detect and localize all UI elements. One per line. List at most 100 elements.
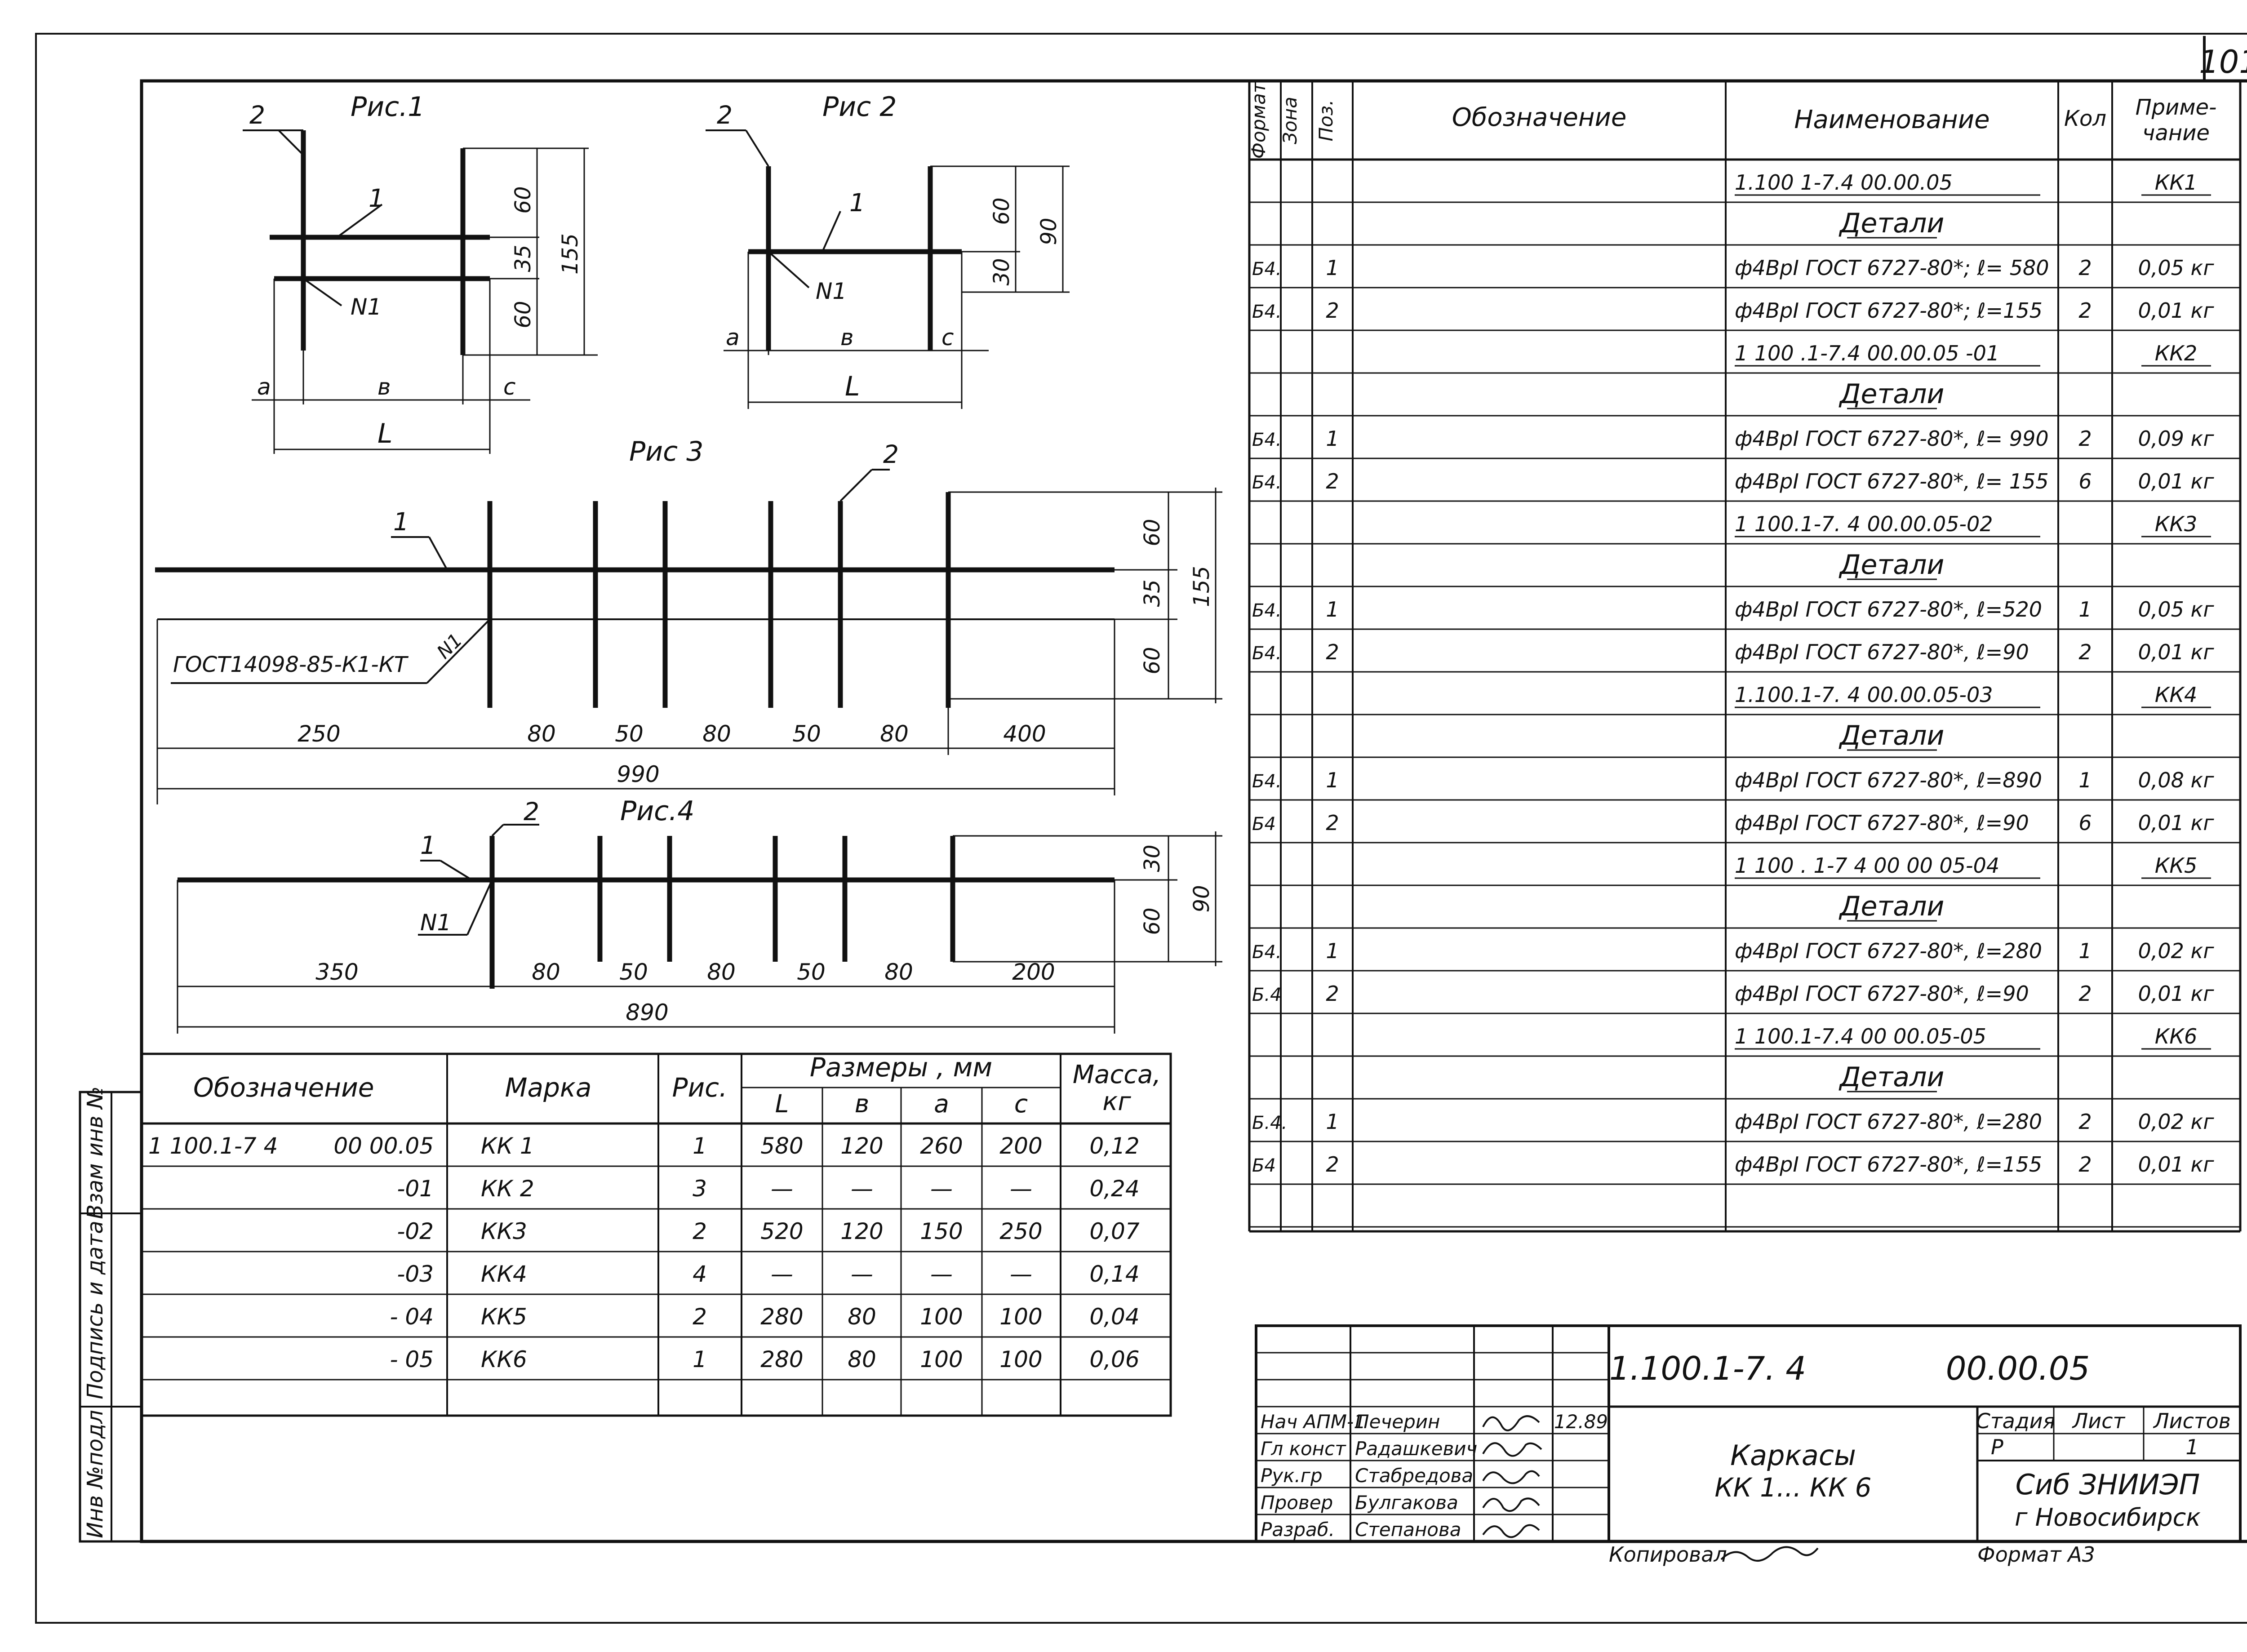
title-sheets: 1	[2185, 1435, 2198, 1459]
fig3-hdim-1: 80	[527, 721, 556, 747]
spec-row-format: Б4.	[1252, 942, 1282, 963]
marks-row-c: —	[1010, 1176, 1032, 1202]
marks-row-designation-suffix: -01	[397, 1176, 434, 1202]
spec-row-note: КК1	[2155, 170, 2198, 195]
marks-row-a: —	[930, 1261, 953, 1287]
sheet-number: 101	[2199, 44, 2247, 80]
outer-frame	[35, 33, 2247, 1624]
fig3-hdim-6: 400	[1003, 721, 1046, 747]
spec-row-name: ф4ВрI ГОСТ 6727-80*, ℓ=155	[1735, 1152, 2042, 1177]
fig1-dim-35: 35	[511, 244, 536, 272]
side-label-1: Взам инв №	[83, 1086, 108, 1219]
spec-row-format: Б4.	[1252, 600, 1282, 621]
spec-row-pos: 2	[1326, 298, 1339, 323]
marks-row-b: —	[851, 1176, 873, 1202]
marks-row-a: 100	[920, 1304, 963, 1330]
person-2: Стабредова	[1355, 1465, 1473, 1487]
role-4: Разраб.	[1261, 1519, 1335, 1541]
spec-row-qty: 1	[2078, 597, 2092, 622]
spec-row-name: 1 100 . 1-7 4 00 00 05-04	[1735, 853, 1999, 878]
fig4-pos2: 2	[524, 797, 539, 826]
marks-row-fig: 4	[693, 1261, 707, 1287]
marks-row-b: 120	[840, 1218, 883, 1244]
fig1-dim-60a: 60	[511, 186, 536, 213]
spec-row-note: 0,02 кг	[2138, 1110, 2215, 1134]
marks-h-fig: Рис.	[672, 1072, 728, 1103]
marks-row-designation-suffix: 00 00.05	[333, 1133, 434, 1159]
role-3: Провер	[1261, 1492, 1333, 1514]
marks-row-mark: КК3	[481, 1218, 527, 1244]
marks-row-fig: 1	[693, 1346, 707, 1372]
fig4-total: 890	[626, 999, 668, 1026]
marks-row-a: —	[930, 1176, 953, 1202]
marks-row-mass: 0,06	[1089, 1346, 1139, 1372]
fig2-L: L	[845, 371, 860, 402]
spec-row-name: ф4ВрI ГОСТ 6727-80*, ℓ= 155	[1735, 469, 2049, 493]
fig2-a: a	[726, 324, 740, 351]
marks-row-a: 260	[920, 1133, 963, 1159]
spec-row-format: Б4.	[1252, 771, 1282, 792]
spec-row-note: 0,08 кг	[2138, 768, 2215, 792]
role-1: Гл конст	[1261, 1438, 1346, 1460]
fig3-hdim-4: 50	[792, 721, 821, 747]
spec-row-note: 0,02 кг	[2138, 939, 2215, 963]
fig3-gost: ГОСТ14098-85-К1-КТ	[173, 652, 409, 677]
fig1-a: a	[257, 374, 271, 400]
spec-row-pos: 1	[1326, 768, 1339, 792]
marks-row-mark: КК5	[481, 1304, 527, 1330]
person-0: Печерин	[1355, 1411, 1440, 1433]
marks-row-fig: 2	[693, 1218, 707, 1244]
title-block: 1.100.1-7. 4 00.00.05 Каркасы КК 1... КК…	[1255, 1324, 2242, 1567]
marks-row-b: 120	[840, 1133, 883, 1159]
fig3-hdim-5: 80	[880, 721, 909, 747]
marks-row-L: —	[771, 1261, 793, 1287]
spec-row-format: Б4.	[1252, 643, 1282, 664]
fig3-vdim-35: 35	[1140, 579, 1165, 607]
marks-row-L: 580	[760, 1133, 803, 1159]
side-strip: Взам инв № Подпись и дата Инв №подл	[79, 1086, 143, 1543]
copied-label: Копировал	[1609, 1542, 1727, 1567]
fig4-hdim-3: 80	[707, 959, 736, 985]
title-code-2: 00.00.05	[1946, 1350, 2090, 1387]
title-stage-header: Стадия	[1976, 1409, 2055, 1433]
marks-h-designation: Обозначение	[193, 1072, 374, 1103]
marks-h-mark: Марка	[505, 1072, 592, 1103]
marks-row-fig: 3	[693, 1176, 707, 1202]
marks-row-mass: 0,07	[1089, 1218, 1140, 1244]
spec-row-format: Б4	[1252, 814, 1276, 835]
fig4-hdim-5: 80	[884, 959, 913, 985]
signature-4	[1482, 1524, 1540, 1538]
spec-row-note: 0,05 кг	[2138, 256, 2215, 280]
marks-row-mass: 0,14	[1089, 1261, 1139, 1287]
marks-h-L: L	[775, 1089, 789, 1118]
marks-row-b: 80	[848, 1304, 876, 1330]
spec-row-note: КК5	[2155, 853, 2198, 878]
spec-h-note2: чание	[2142, 120, 2210, 146]
marks-row-mass: 0,12	[1089, 1133, 1139, 1159]
marks-row-c: 250	[999, 1218, 1042, 1244]
spec-row-qty: 6	[2078, 469, 2092, 493]
spec-row-name: ф4ВрI ГОСТ 6727-80*, ℓ=90	[1735, 981, 2029, 1006]
fig3-pos1: 1	[393, 507, 409, 536]
spec-row-format: Б.4.	[1252, 1113, 1287, 1133]
spec-row-qty: 6	[2078, 811, 2092, 835]
signature-3	[1482, 1497, 1540, 1512]
marks-row-L: —	[771, 1176, 793, 1202]
spec-row-name: 1 100.1-7. 4 00.00.05-02	[1735, 512, 1993, 536]
spec-row-name: 1.100 1-7.4 00.00.05	[1735, 170, 1953, 195]
spec-row-note: КК3	[2155, 512, 2198, 536]
marks-row-fig: 1	[693, 1133, 707, 1159]
fig2-title: Рис 2	[822, 91, 897, 123]
marks-row-c: 100	[999, 1304, 1042, 1330]
title-code-1: 1.100.1-7. 4	[1609, 1350, 1806, 1387]
spec-row-name: 1 100.1-7.4 00 00.05-05	[1735, 1024, 1986, 1048]
spec-row-name: ф4ВрI ГОСТ 6727-80*, ℓ=280	[1735, 939, 2042, 963]
fig4-vdim-30: 30	[1140, 844, 1165, 872]
spec-row-name: ф4ВрI ГОСТ 6727-80*, ℓ=520	[1735, 597, 2042, 622]
fig1-L: L	[377, 418, 392, 449]
copied-signature	[1720, 1546, 1819, 1562]
fig1-title: Рис.1	[351, 91, 425, 123]
fig4-hdim-2: 50	[619, 959, 648, 985]
marks-row-c: —	[1010, 1261, 1032, 1287]
